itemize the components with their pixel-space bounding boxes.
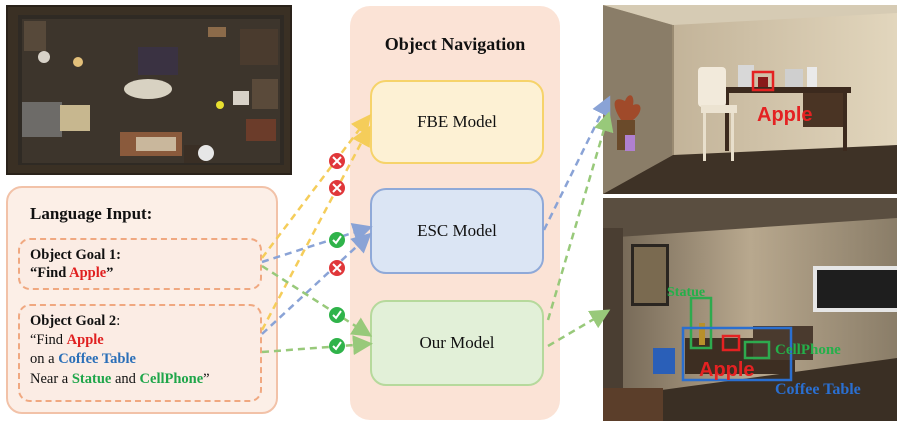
esc-model-box: ESC Model <box>370 188 544 274</box>
arrow-goal2-to-ours <box>261 335 373 356</box>
fbe-model-label: FBE Model <box>417 112 497 131</box>
arrow-goal2-to-fbe <box>260 125 371 331</box>
fbe-model-box: FBE Model <box>370 80 544 164</box>
goal2-line3-prefix: Near a <box>30 371 72 387</box>
goal1-prefix: “Find <box>30 265 70 281</box>
bottom-scene-statue-label: Statue <box>667 285 705 300</box>
object-goal-1-box <box>18 238 262 290</box>
bottom-scene-image: Statue Apple CellPhone Coffee Table <box>603 198 897 421</box>
arrow-esc-to-top-scene <box>542 95 611 231</box>
x-circle-icon <box>329 260 345 276</box>
bottom-scene-cellphone-label: CellPhone <box>775 342 841 358</box>
bottom-scene-coffee-table-label: Coffee Table <box>775 381 861 398</box>
arrow-ours-to-bottom-scene <box>547 309 611 348</box>
goal2-line3-suffix: ” <box>203 371 210 387</box>
object-navigation-title: Object Navigation <box>384 34 526 54</box>
our-model-label: Our Model <box>419 333 495 352</box>
object-goal-2-label-line: Object Goal 2: <box>30 312 120 330</box>
x-circle-icon <box>329 180 345 196</box>
goal2-line2-prefix: on a <box>30 351 59 367</box>
goal2-landmark-statue: Statue <box>71 371 112 387</box>
check-circle-icon <box>329 338 345 354</box>
esc-model-label: ESC Model <box>417 221 497 240</box>
arrow-goal1-to-esc <box>261 223 373 264</box>
top-down-map-image <box>6 5 292 175</box>
object-goal-2-line-1: “Find Apple <box>30 331 104 349</box>
arrow-goal1-to-fbe <box>261 114 372 259</box>
goal1-object: Apple <box>69 265 107 281</box>
object-goal-1-text: “Find Apple” <box>30 264 113 282</box>
object-goal-2-label: Object Goal 2 <box>30 313 117 329</box>
goal2-landmark-coffee-table: Coffee Table <box>58 351 136 367</box>
our-model-box: Our Model <box>370 300 544 386</box>
bottom-scene-apple-label: Apple <box>699 359 755 381</box>
arrow-goal1-to-ours <box>261 264 373 337</box>
top-scene-apple-label: Apple <box>757 104 813 126</box>
x-circle-icon <box>329 153 345 169</box>
object-goal-2-line-3: Near a Statue and CellPhone” <box>30 370 210 388</box>
check-circle-icon <box>329 232 345 248</box>
goal1-suffix: ” <box>106 265 114 281</box>
check-circle-icon <box>329 307 345 323</box>
language-input-title: Language Input: <box>30 204 153 223</box>
goal2-line1-prefix: “Find <box>30 332 67 348</box>
object-goal-2-box <box>18 304 262 402</box>
object-goal-2-colon: : <box>116 313 121 329</box>
goal2-landmark-cellphone: CellPhone <box>139 371 204 387</box>
goal2-line3-mid: and <box>111 371 140 387</box>
arrow-goal2-to-esc <box>261 232 372 335</box>
object-goal-1-label: Object Goal 1: <box>30 247 122 263</box>
arrow-ours-to-top-scene <box>546 111 614 321</box>
object-goal-2-line-2: on a Coffee Table <box>30 350 136 368</box>
top-scene-image: Apple <box>603 5 897 194</box>
goal2-object: Apple <box>66 332 104 348</box>
